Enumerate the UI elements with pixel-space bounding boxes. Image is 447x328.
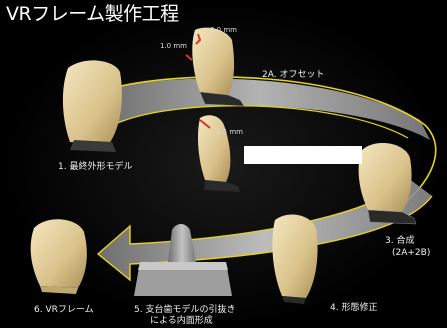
crown-model-6 xyxy=(30,219,87,294)
process-arrow-outline xyxy=(96,177,433,282)
process-loop-outline xyxy=(91,76,437,223)
step-6-label: 6. VRフレーム xyxy=(34,305,94,315)
process-loop-outline-inner xyxy=(114,105,409,139)
step-4-label: 4. 形態修正 xyxy=(330,303,378,313)
abutment-model-5 xyxy=(134,224,232,296)
step-3-label: 3. 合成 xyxy=(385,236,415,246)
step-5-sub-label: による内面形成 xyxy=(150,316,213,326)
diagram-title: VRフレーム製作工程 xyxy=(6,3,179,25)
process-ribbon-upper xyxy=(90,78,430,140)
step-1-label: 1. 最終外形モデル xyxy=(58,162,133,172)
dim-label-1-0mm: 1.0 mm xyxy=(160,42,187,50)
crown-model-1 xyxy=(62,60,122,152)
step-2a-label: 2A. オフセット xyxy=(262,70,325,80)
step-5-label: 5. 支台歯モデルの引抜き xyxy=(134,305,236,315)
step-3-sub-label: (2A+2B) xyxy=(392,248,431,258)
redacted-box xyxy=(244,146,362,164)
crown-model-2b xyxy=(197,115,240,192)
crown-model-2a xyxy=(185,27,245,107)
crown-model-4 xyxy=(272,214,318,304)
dim-label-3-5mm: 3.5 mm xyxy=(216,128,243,136)
dim-label-2-0mm: 2.0 mm xyxy=(210,26,237,34)
crown-model-3 xyxy=(358,143,417,225)
